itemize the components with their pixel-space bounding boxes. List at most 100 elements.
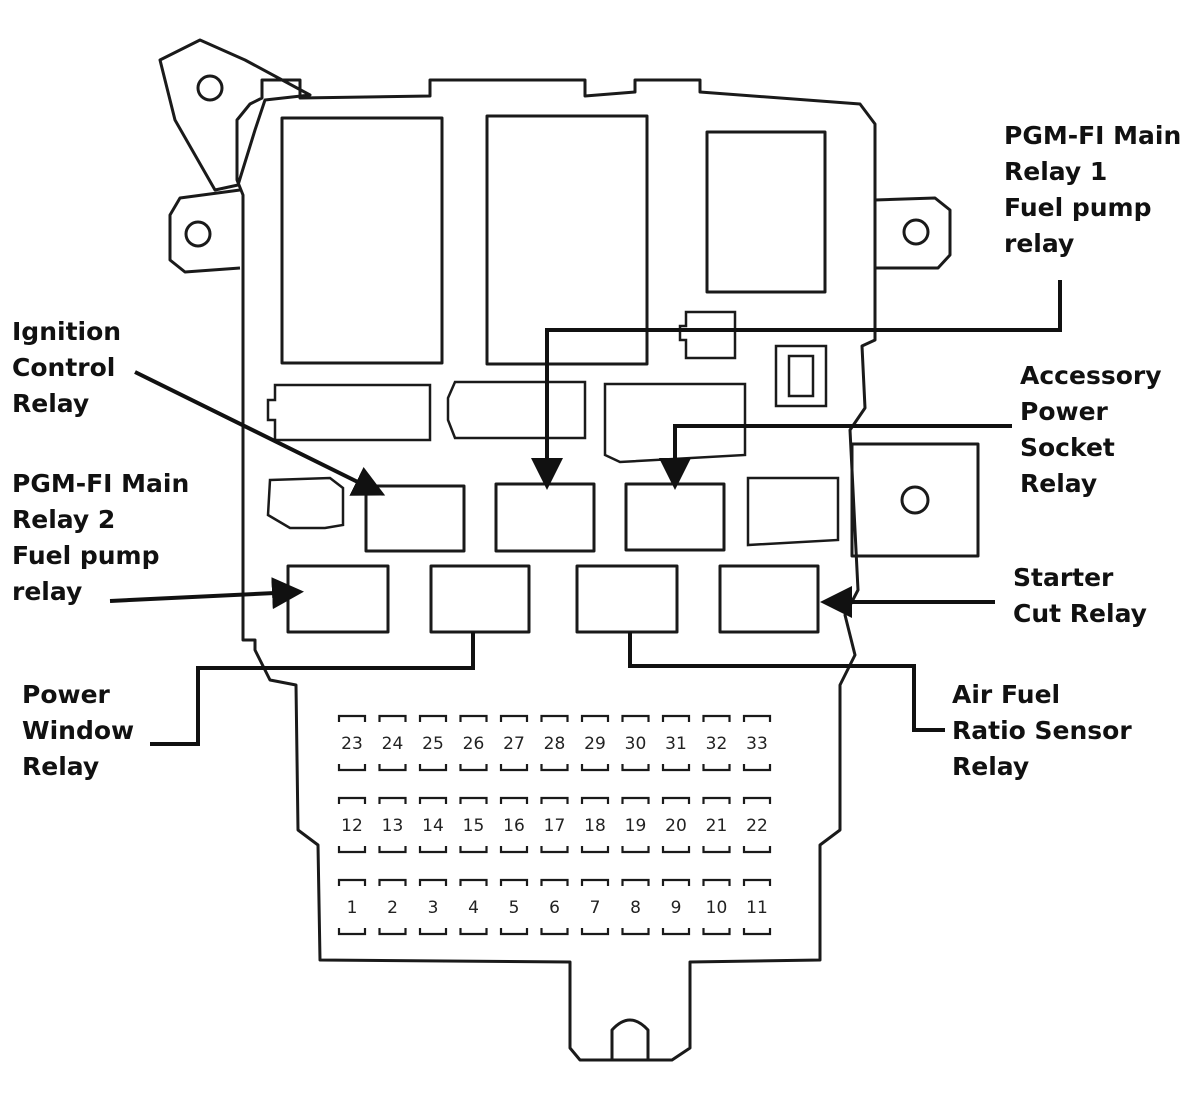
fuse-number: 11 [746, 898, 768, 918]
fuse-slot-outline [702, 714, 731, 772]
fuse-number: 21 [706, 816, 728, 836]
fuse-slot-outline [621, 796, 650, 854]
fuse-slot-outline [621, 714, 650, 772]
fuse-slot: 4 [459, 878, 488, 936]
label-power-window-relay: Power Window Relay [22, 680, 135, 781]
fuse-slot: 3 [418, 878, 448, 936]
fuse-slot-outline [580, 796, 610, 854]
starter-cut-relay-slot [718, 564, 820, 634]
fuse-slot-outline [661, 714, 691, 772]
mounting-tabs [158, 38, 952, 274]
fuse-number: 17 [544, 816, 566, 836]
fuse-slot-outline [378, 796, 407, 854]
fuse-slot: 11 [742, 878, 772, 936]
fuse-slot: 28 [540, 714, 569, 772]
fuse-slot-outline [418, 714, 448, 772]
fuse-slot-outline [459, 796, 488, 854]
fuse-number: 3 [428, 898, 439, 918]
fuse-slot: 22 [742, 796, 772, 854]
fuse-number: 28 [544, 734, 566, 754]
fuse-slot-outline [580, 878, 610, 936]
fuse-slot: 21 [702, 796, 731, 854]
fuse-slot-outline [499, 796, 529, 854]
fuse-number: 30 [625, 734, 647, 754]
fuse-number: 10 [706, 898, 728, 918]
fuse-slot: 10 [702, 878, 731, 936]
fuse-number: 20 [665, 816, 687, 836]
fuse-slot-outline [540, 796, 569, 854]
fuse-number: 26 [463, 734, 485, 754]
fuse-slot: 8 [621, 878, 650, 936]
fuse-slot: 1 [337, 878, 367, 936]
fuse-slot: 23 [337, 714, 367, 772]
fuse-number: 18 [584, 816, 606, 836]
ignition-control-relay-pointer [134, 370, 386, 496]
power-window-relay-pointer [150, 632, 475, 746]
fuse-number: 14 [422, 816, 444, 836]
fuse-slot-outline [540, 714, 569, 772]
fuse-slot: 29 [580, 714, 610, 772]
fuse-number: 27 [503, 734, 525, 754]
fuse-number: 19 [625, 816, 647, 836]
fuse-number: 29 [584, 734, 606, 754]
fuse-slot: 19 [621, 796, 650, 854]
fuse-slot: 2 [378, 878, 407, 936]
fuse-slot: 14 [418, 796, 448, 854]
fuse-number: 8 [630, 898, 641, 918]
fuse-number: 7 [590, 898, 601, 918]
fuse-slot-outline [337, 796, 367, 854]
small-connectors [266, 310, 828, 530]
fuse-slot: 31 [661, 714, 691, 772]
ignition-control-relay-slot [364, 484, 466, 553]
air-fuel-ratio-sensor-relay-pointer [628, 632, 945, 732]
fuse-slot: 33 [742, 714, 772, 772]
fuse-slot-outline [378, 714, 407, 772]
fuse-slot: 32 [702, 714, 731, 772]
bottom-tab-slot [610, 1018, 650, 1060]
fuse-number: 6 [549, 898, 560, 918]
fuse-slot-outline [418, 878, 448, 936]
fuse-slot-outline [499, 878, 529, 936]
fuse-number: 5 [509, 898, 520, 918]
fuse-slot: 9 [661, 878, 691, 936]
fuse-slot: 12 [337, 796, 367, 854]
fuse-slot-outline [702, 796, 731, 854]
fuse-slot-outline [499, 714, 529, 772]
pgm-fi-main-relay-1-pointer [531, 280, 1062, 490]
fuse-slot-outline [742, 714, 772, 772]
fuse-slot: 25 [418, 714, 448, 772]
fuse-slot: 7 [580, 878, 610, 936]
fuse-number: 15 [463, 816, 485, 836]
fuse-slot: 6 [540, 878, 569, 936]
fuse-slot-outline [742, 878, 772, 936]
fuse-number: 22 [746, 816, 768, 836]
fuse-slot: 24 [378, 714, 407, 772]
large-relays [280, 114, 827, 366]
fuse-number: 23 [341, 734, 363, 754]
fuse-number: 16 [503, 816, 525, 836]
fuse-slot-outline [459, 878, 488, 936]
air-fuel-ratio-sensor-relay-slot [575, 564, 679, 634]
fuse-slot-outline [742, 796, 772, 854]
fuse-number: 32 [706, 734, 728, 754]
fuse-number: 13 [382, 816, 404, 836]
fuse-number: 25 [422, 734, 444, 754]
fuse-slot: 27 [499, 714, 529, 772]
pgm-fi-main-relay-2-slot [286, 564, 390, 634]
label-air-fuel-ratio-sensor-relay: Air Fuel Ratio Sensor Relay [952, 680, 1132, 781]
fuse-slot: 15 [459, 796, 488, 854]
fuse-number: 31 [665, 734, 687, 754]
accessory-power-socket-relay-slot [624, 482, 726, 552]
fuse-number: 33 [746, 734, 768, 754]
fuse-slot-outline [337, 878, 367, 936]
fuse-number: 1 [347, 898, 358, 918]
fuse-slot-outline [418, 796, 448, 854]
fuse-slot: 26 [459, 714, 488, 772]
label-starter-cut-relay: Starter Cut Relay [1013, 563, 1147, 628]
label-pgm-fi-main-relay-1: PGM-FI Main Relay 1 Fuel pump relay [1004, 121, 1182, 258]
middle-connectors [266, 380, 980, 558]
leader-lines [109, 280, 1062, 746]
fuse-number: 2 [387, 898, 398, 918]
